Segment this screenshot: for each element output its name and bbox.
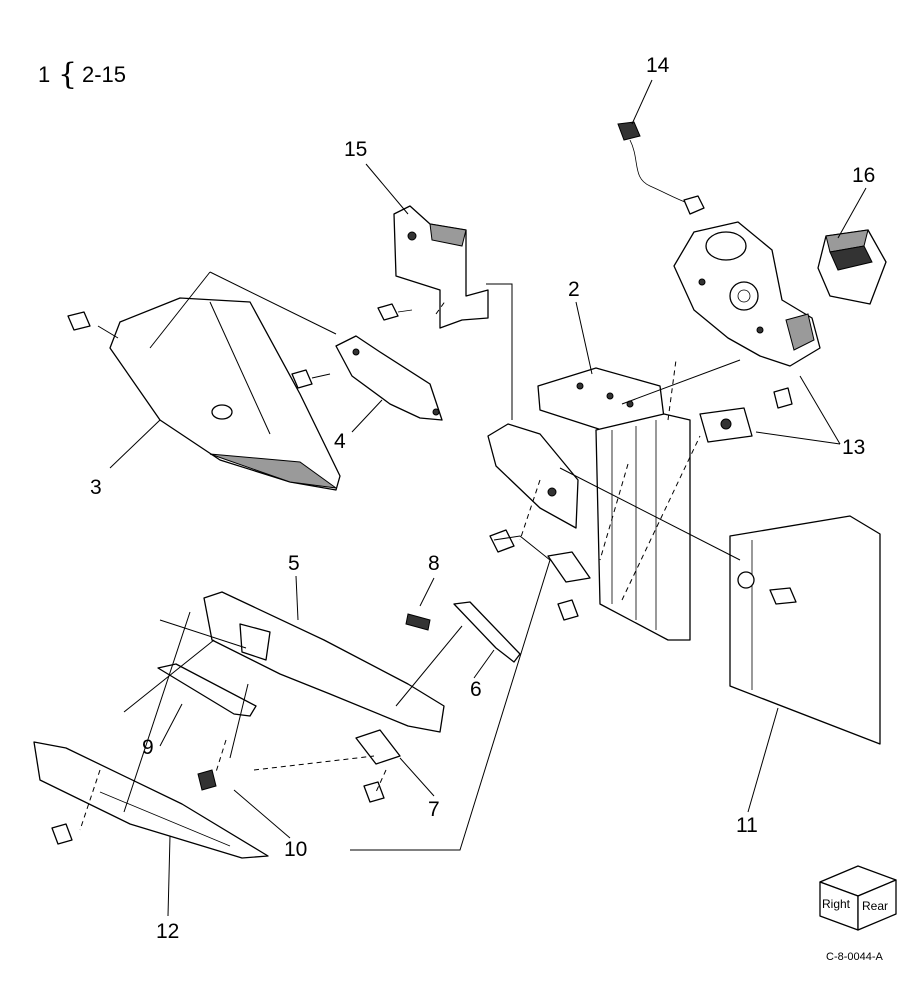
part-2-main-frame (537, 367, 691, 641)
part-9-link (157, 663, 257, 717)
header-brace: { (58, 57, 77, 92)
assembly-lines (79, 271, 741, 851)
figure-code: C-8-0044-A (826, 951, 884, 963)
callout-5: 5 (288, 552, 300, 575)
callout-7: 7 (428, 798, 440, 821)
part-12-bottom-plate (33, 741, 269, 859)
drive-motor-assembly (673, 221, 821, 367)
part-6-lever (453, 601, 521, 663)
part-16-connector (817, 229, 887, 305)
assembly-range: 2-15 (82, 62, 126, 87)
small-bracket (547, 551, 591, 621)
callout-11: 11 (736, 814, 758, 837)
orientation-cube: Right Rear (819, 865, 897, 931)
callout-16: 16 (852, 164, 875, 187)
callout-4: 4 (334, 430, 346, 453)
callout-9: 9 (142, 736, 154, 759)
assembly-number: 1 (38, 62, 50, 87)
orientation-rear-label: Rear (862, 899, 888, 913)
callout-13: 13 (842, 436, 865, 459)
part-7-clip (355, 729, 401, 803)
callout-3: 3 (90, 476, 102, 499)
callout-8: 8 (428, 552, 440, 575)
callout-12: 12 (156, 920, 179, 943)
orientation-right-label: Right (822, 897, 851, 911)
part-5-lower-cover (203, 591, 445, 733)
leader-lines (109, 79, 867, 917)
part-10-spring (197, 769, 217, 791)
side-bracket (487, 423, 579, 553)
callout-10: 10 (284, 838, 307, 861)
callout-2: 2 (568, 278, 580, 301)
part-4-plate (335, 335, 443, 421)
part-14-sensor-harness (617, 121, 705, 215)
part-15-sensor-bracket (377, 205, 489, 329)
part-11-panel (729, 515, 881, 745)
callout-15: 15 (344, 138, 367, 161)
part-3-cover (67, 297, 341, 491)
callout-6: 6 (470, 678, 482, 701)
part-8-spring (405, 613, 431, 631)
callout-14: 14 (646, 54, 670, 77)
part-13-bracket (699, 387, 793, 443)
